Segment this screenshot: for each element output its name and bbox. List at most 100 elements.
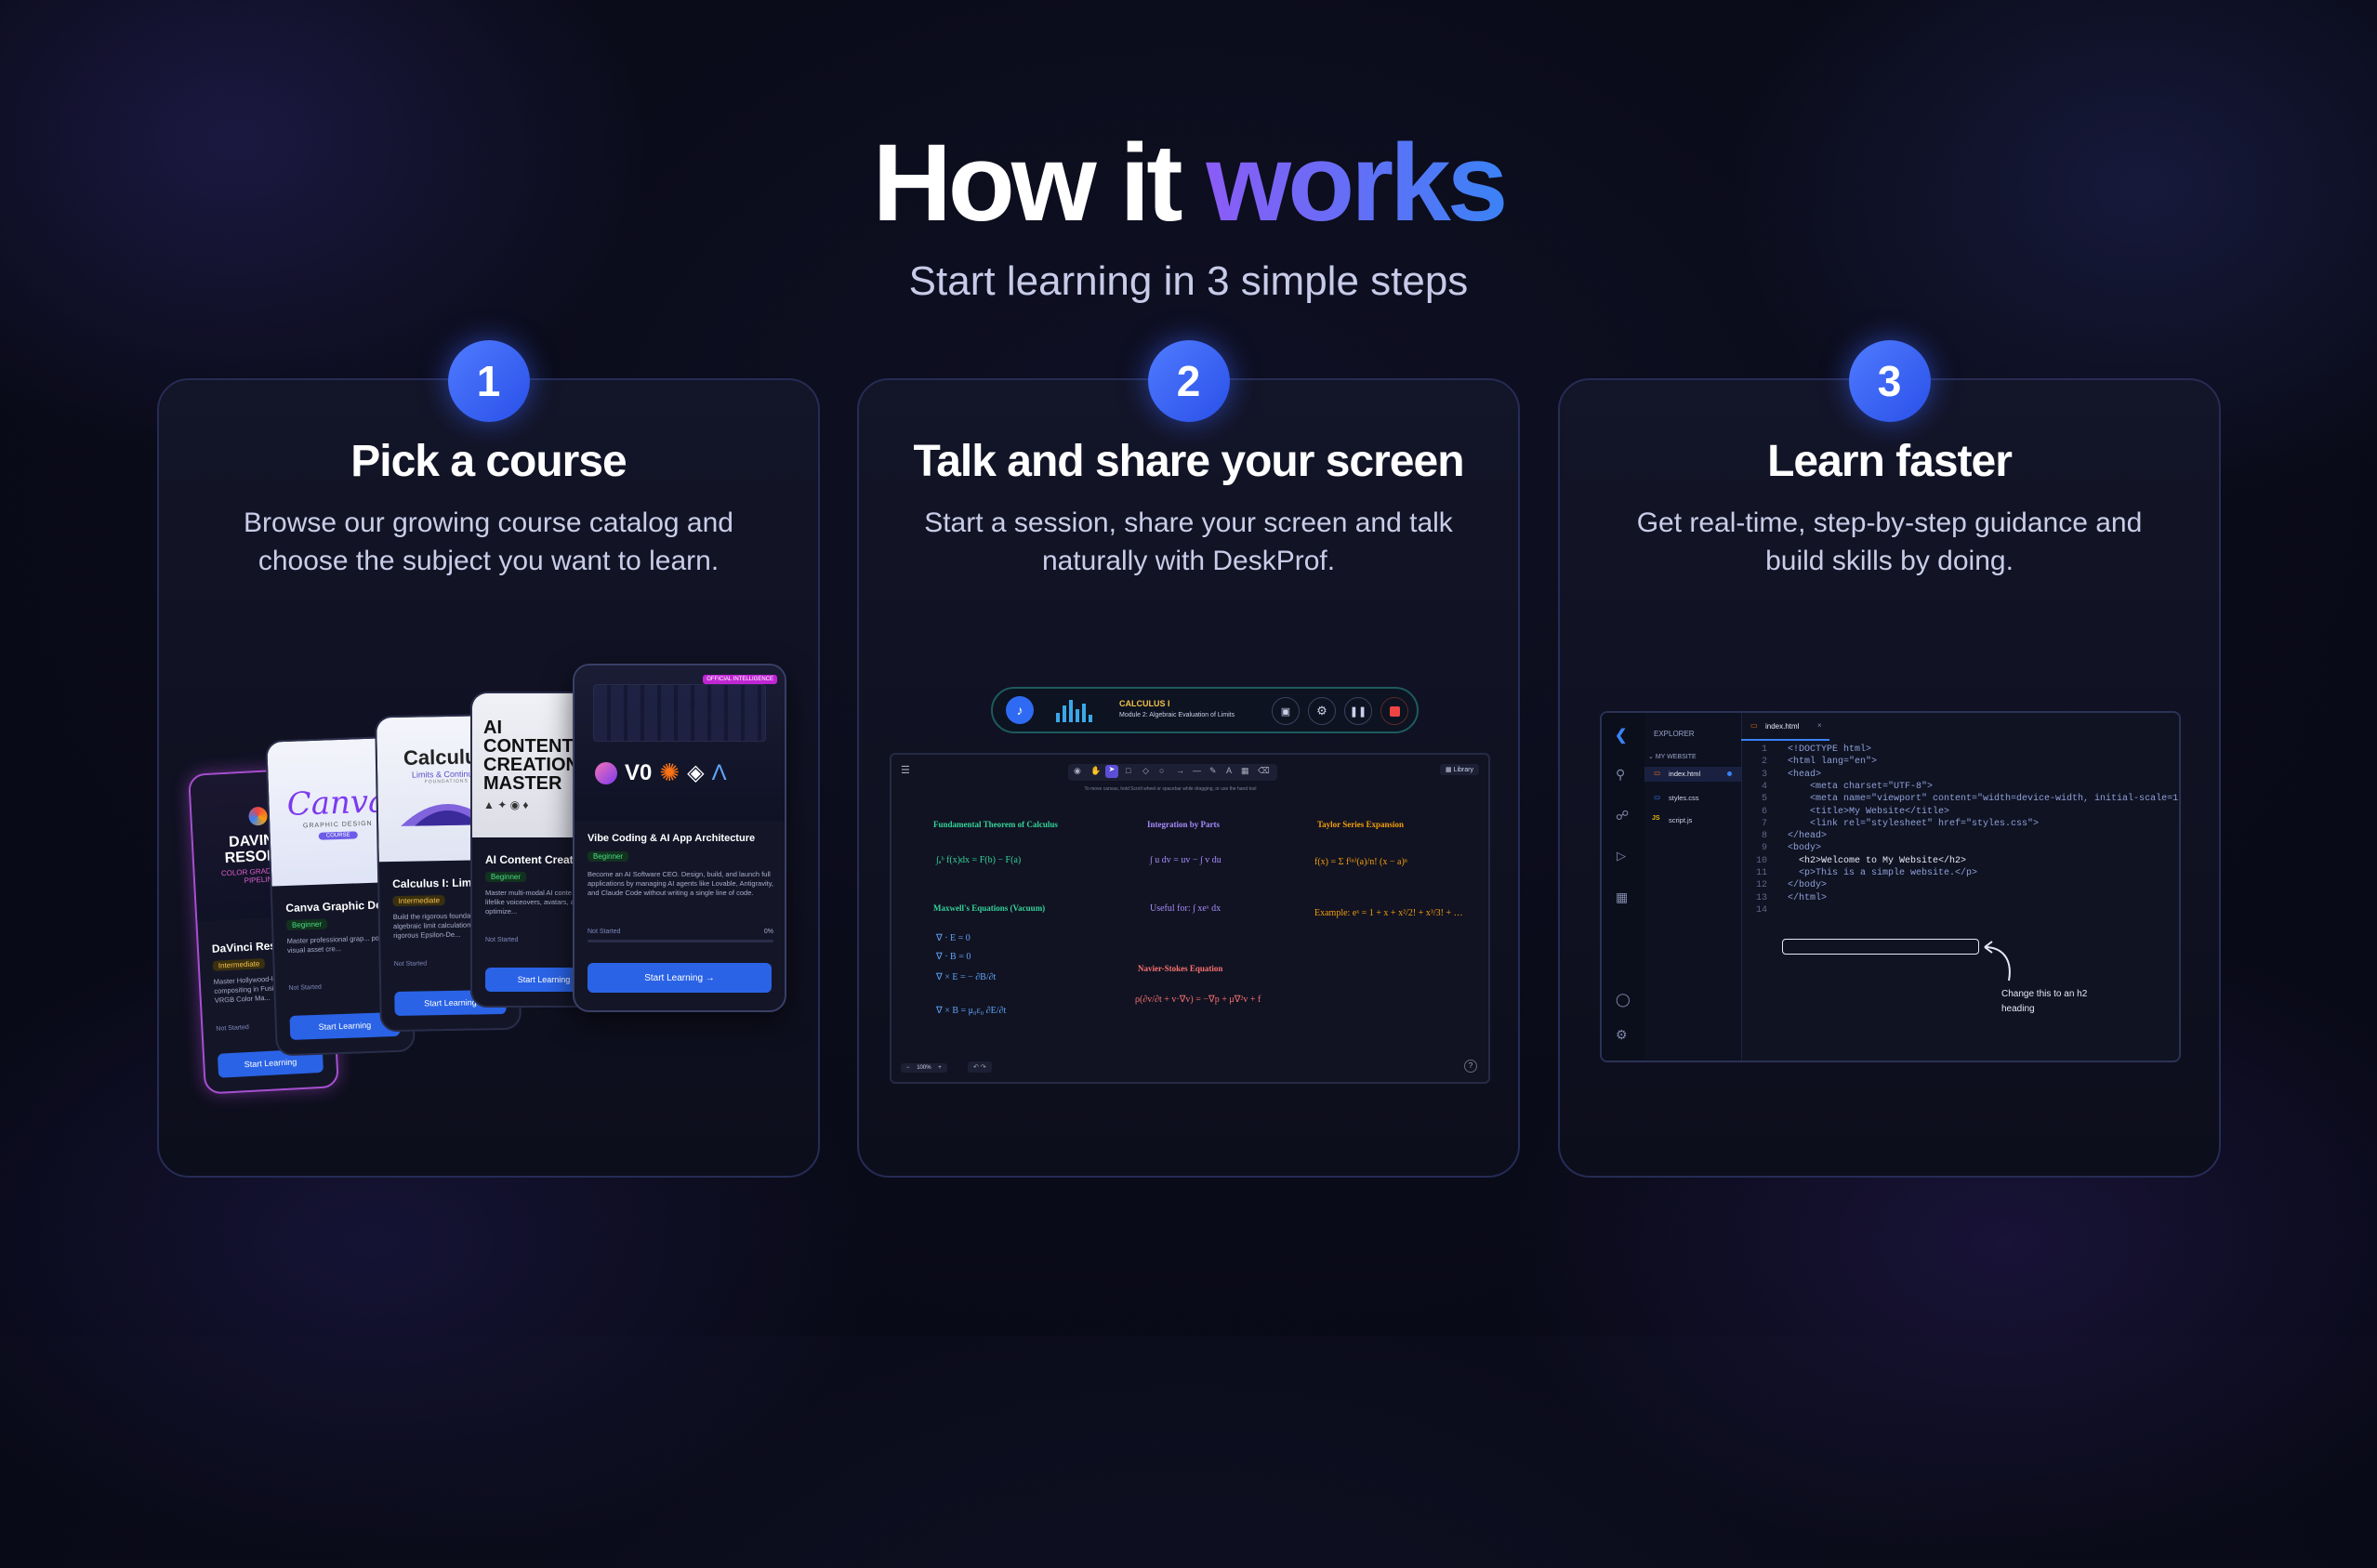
tab-label: index.html: [1765, 722, 1800, 731]
file-row-styles-css[interactable]: ▭ styles.css: [1644, 791, 1741, 806]
ellipse-tool-icon[interactable]: ○: [1159, 766, 1165, 775]
file-row-script-js[interactable]: JS script.js: [1644, 813, 1741, 828]
course-status: Not Started: [393, 960, 428, 968]
course-status: Not Started: [588, 929, 621, 935]
help-icon[interactable]: ?: [1464, 1060, 1477, 1073]
file-row-index-html[interactable]: ▭ index.html: [1644, 767, 1741, 782]
pencil-tool-icon[interactable]: ✎: [1209, 766, 1217, 775]
line-number: 10: [1755, 855, 1767, 866]
account-icon[interactable]: ◯: [1616, 992, 1631, 1007]
undo-redo-control: ↶ ↷: [968, 1061, 992, 1073]
course-hero-tag: FOUNDATIONS: [424, 778, 469, 785]
line-number: 8: [1761, 831, 1767, 842]
file-name: styles.css: [1669, 794, 1699, 802]
highlight-box: [1782, 939, 1979, 955]
step-number-badge: 2: [1147, 340, 1230, 422]
formula: ∫ₐᵇ f(x)dx = F(b) − F(a): [936, 855, 1022, 865]
speaker-button[interactable]: ♪: [1006, 696, 1034, 724]
hand-icon[interactable]: ✋: [1090, 766, 1102, 775]
ai-tool-icons: ▲ ✦ ◉ ♦: [483, 798, 529, 812]
line-tool-icon[interactable]: —: [1193, 766, 1201, 775]
pause-button[interactable]: ❚❚: [1344, 697, 1372, 725]
session-module-name: Module 2: Algebraic Evaluation of Limits: [1119, 712, 1235, 718]
formula: ∇ · E = 0: [936, 933, 971, 943]
step-title: Learn faster: [1767, 437, 2013, 486]
code-line: <body>: [1788, 843, 1822, 854]
whiteboard[interactable]: ☰ ◉ ✋ ➤ □ ◇ ○ → — ✎ A ▦ ⌫ To move canvas…: [890, 753, 1490, 1084]
diamond-tool-icon[interactable]: ◇: [1142, 766, 1149, 775]
line-number: 14: [1755, 904, 1767, 916]
claude-logo-icon: ✺: [659, 758, 680, 786]
title-accent: works: [1206, 122, 1508, 244]
course-hero-title: Canva: [285, 782, 388, 824]
formula-title: Integration by Parts: [1147, 820, 1220, 829]
step-title: Pick a course: [350, 437, 627, 486]
step-description: Get real-time, step-by-step guidance and…: [1636, 507, 2143, 576]
step-description: Browse our growing course catalog and ch…: [244, 507, 733, 576]
lovable-logo-icon: [595, 761, 617, 784]
explorer-panel: EXPLORER ⌄ MY WEBSITE ▭ index.html ▭ sty…: [1644, 713, 1742, 1061]
extensions-icon[interactable]: ▦: [1616, 889, 1629, 904]
search-icon[interactable]: ⚲: [1616, 767, 1626, 782]
select-tool-icon[interactable]: ➤: [1105, 765, 1118, 778]
arrow-tool-icon[interactable]: →: [1176, 766, 1184, 775]
line-number: 2: [1761, 757, 1767, 768]
editor-area[interactable]: ▭ index.html × 1<!DOCTYPE html>2<html la…: [1741, 713, 2179, 1061]
text-tool-icon[interactable]: A: [1226, 766, 1233, 775]
formula-title: Maxwell's Equations (Vacuum): [933, 903, 1046, 913]
redo-icon[interactable]: ↷: [980, 1064, 986, 1071]
settings-gear-icon[interactable]: ⚙: [1616, 1027, 1628, 1042]
course-status: Not Started: [216, 1023, 250, 1033]
annotation-text: Change this to an h2 heading: [2001, 989, 2088, 1014]
zoom-in-button[interactable]: +: [938, 1065, 942, 1071]
course-card-vibe-coding[interactable]: OFFICIAL INTELLIGENCE V0 ✺ ◈ Λ Vibe Codi…: [573, 664, 786, 1012]
source-control-icon[interactable]: ☍: [1616, 808, 1630, 823]
code-line: <title>My Website</title>: [1788, 806, 1950, 817]
library-button[interactable]: ▦ Library: [1440, 764, 1479, 775]
page-subtitle: Start learning in 3 simple steps: [908, 258, 1469, 304]
ai-tool-logos: V0 ✺ ◈ Λ: [595, 758, 727, 787]
settings-button[interactable]: ⚙: [1308, 697, 1336, 725]
code-line: <head>: [1788, 769, 1822, 780]
editor-tab[interactable]: ▭ index.html ×: [1741, 713, 1829, 741]
dashboard-preview: [593, 684, 766, 742]
davinci-logo-icon: [247, 806, 268, 826]
code-line: <html lang="en">: [1788, 757, 1878, 768]
start-learning-button[interactable]: Start Learning →: [588, 963, 772, 993]
css-file-icon: ▭: [1654, 793, 1661, 801]
modified-dot-icon: [1727, 771, 1732, 776]
stop-icon: [1389, 705, 1400, 717]
course-name: AI Content Creation: [485, 853, 590, 866]
line-number: 13: [1755, 892, 1767, 903]
formula: f(x) = Σ f⁽ⁿ⁾(a)/n! (x − a)ⁿ: [1314, 857, 1407, 867]
image-tool-icon[interactable]: ▦: [1241, 766, 1249, 775]
line-number: 7: [1761, 818, 1767, 829]
audio-waveform-icon: [1056, 700, 1092, 722]
formula-title: Taylor Series Expansion: [1317, 820, 1405, 829]
file-name: script.js: [1669, 816, 1693, 824]
zoom-out-button[interactable]: −: [906, 1065, 910, 1071]
menu-icon[interactable]: ☰: [901, 765, 910, 776]
undo-icon[interactable]: ↶: [973, 1064, 979, 1071]
close-icon[interactable]: ×: [1817, 721, 1822, 730]
stop-button[interactable]: [1380, 697, 1408, 725]
step-card-1: 1 Pick a course Browse our growing cours…: [157, 340, 820, 1178]
js-file-icon: JS: [1652, 815, 1660, 822]
run-debug-icon[interactable]: ▷: [1617, 849, 1626, 863]
step-description: Start a session, share your screen and t…: [924, 507, 1453, 576]
formula-note-label: Useful for:: [1150, 903, 1191, 914]
step-number-badge: 1: [447, 340, 530, 422]
screenshot-button[interactable]: ▣: [1272, 697, 1300, 725]
eraser-tool-icon[interactable]: ⌫: [1258, 766, 1270, 775]
formula: ∫ u dv = uv − ∫ v du: [1150, 855, 1222, 865]
course-status: Not Started: [288, 983, 322, 992]
step-number-badge: 3: [1848, 340, 1931, 422]
folder-row[interactable]: ⌄ MY WEBSITE: [1648, 754, 1697, 760]
course-level-badge: Beginner: [588, 851, 629, 862]
formula-note: Useful for: ∫ xeˣ dx: [1150, 903, 1221, 914]
course-hero-tag: OFFICIAL INTELLIGENCE: [703, 675, 777, 684]
rectangle-tool-icon[interactable]: □: [1126, 766, 1131, 775]
formula-title: Fundamental Theorem of Calculus: [933, 820, 1058, 829]
course-description: Master multi-modal AI conte... videos, l…: [485, 889, 602, 916]
lock-icon[interactable]: ◉: [1074, 766, 1081, 775]
